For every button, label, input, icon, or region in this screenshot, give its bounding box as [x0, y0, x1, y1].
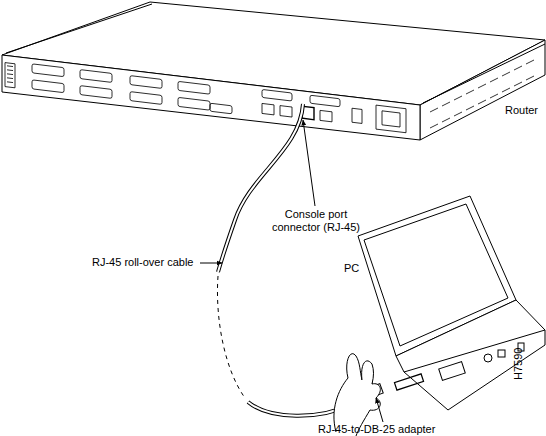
side-vents — [430, 60, 534, 128]
leader-lines — [200, 120, 383, 422]
figure-number: H7590 — [512, 348, 525, 380]
callout-label: RJ-45-to-DB-25 adapter — [318, 423, 435, 436]
pc-laptop — [358, 196, 545, 410]
rear-panel-ports — [5, 59, 406, 135]
callout-label: Console port connector (RJ-45) — [266, 208, 366, 234]
device-label: PC — [344, 262, 359, 275]
router-chassis — [2, 2, 545, 140]
device-label: Router — [505, 104, 538, 117]
rollover-cable — [217, 104, 352, 416]
callout-label: RJ-45 roll-over cable — [92, 256, 193, 269]
